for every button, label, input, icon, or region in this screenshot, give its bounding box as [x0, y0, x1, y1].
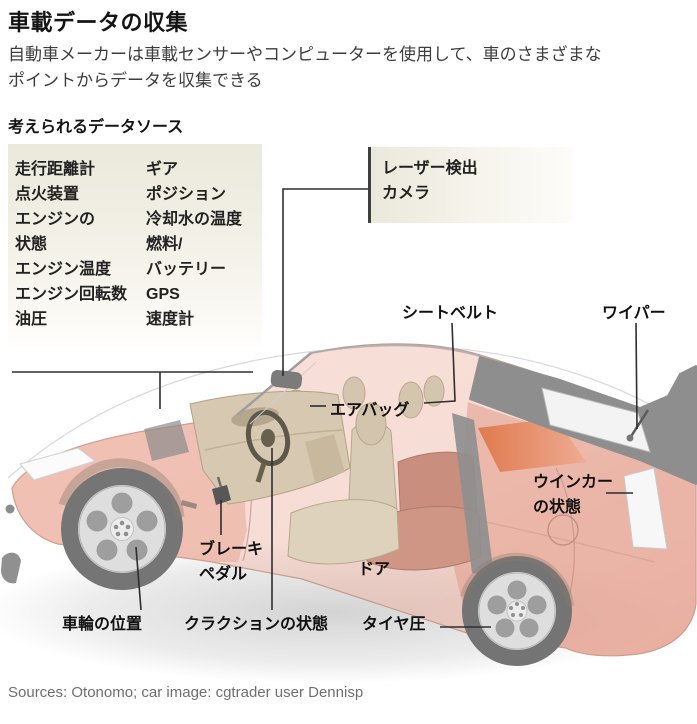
label-seat-belt: シートベルト [402, 305, 499, 322]
exterior-sensor-item: レーザー検出 [382, 160, 478, 177]
taillight [623, 467, 668, 550]
steering-wheel [245, 409, 291, 467]
data-source-item: 走行距離計 [15, 161, 96, 178]
data-sources-left-column: 走行距離計 点火装置 エンジンの 状態 エンジン温度 エンジン回転数 油圧 [15, 157, 146, 350]
data-sources-connector-line [12, 371, 253, 409]
passenger-headrest [355, 402, 387, 446]
data-source-item: エンジン温度 [15, 261, 112, 278]
data-source-item: 状態 [15, 236, 48, 253]
fog-light [5, 504, 15, 514]
label-turn-signal-line2: の状態 [533, 499, 582, 516]
label-brake-pedal-line2: ペダル [199, 566, 248, 583]
subtitle-line-2: ポイントからデータを収集できる [8, 71, 263, 90]
data-source-item: 冷却水の温度 [146, 211, 243, 228]
rear-headrest-right [423, 375, 445, 407]
headlight [19, 447, 97, 481]
data-source-item: 点火装置 [15, 186, 80, 203]
side-mirror [1, 552, 21, 584]
brake-pedal-stem [216, 476, 223, 488]
data-source-item: 速度計 [146, 311, 195, 328]
label-tire-pressure: タイヤ圧 [362, 616, 426, 633]
label-horn-status: クラクションの状態 [184, 616, 329, 633]
door-handle [181, 500, 197, 509]
laser-camera-connector-line [282, 188, 368, 376]
seat-belt-connector-line [423, 322, 456, 404]
brake-pedal-shape [212, 485, 231, 505]
page-title: 車載データの収集 [8, 10, 189, 35]
rear-headrest-left [342, 376, 366, 410]
dashboard [189, 390, 351, 505]
rear-fender-arch [460, 552, 574, 607]
rear-wiper-pivot [626, 434, 634, 442]
fuel-door [547, 514, 579, 546]
data-source-item: エンジン回転数 [15, 286, 128, 303]
label-turn-signal-line1: ウインカー [533, 474, 614, 491]
label-turn-signal-status: ウインカー の状態 [533, 470, 613, 520]
rear-wheel [462, 556, 572, 666]
wiper-connector-line [635, 322, 638, 430]
front-seat-cushion [287, 499, 400, 565]
steering-column [255, 462, 267, 483]
rear-arch-line [555, 467, 575, 598]
exterior-sensor-item: カメラ [382, 185, 431, 202]
subtitle: 自動車メーカーは車載センサーやコンピューターを使用して、車のさまざまな ポイント… [8, 42, 602, 94]
steering-hub [261, 429, 275, 447]
label-wiper: ワイパー [602, 305, 666, 322]
data-sources-box: 走行距離計 点火装置 エンジンの 状態 エンジン温度 エンジン回転数 油圧 ギア… [8, 144, 262, 350]
quarter-crease-line [485, 521, 656, 563]
label-door: ドア [358, 561, 391, 578]
rear-window [541, 387, 651, 453]
wheel-position-connector-line [135, 546, 142, 611]
rear-wiper [628, 409, 650, 439]
label-wheel-position: 車輪の位置 [62, 616, 143, 633]
front-fender-arch [58, 458, 185, 518]
cowl [144, 420, 189, 461]
data-sources-heading: 考えられるデータソース [8, 119, 184, 136]
subtitle-line-1: 自動車メーカーは車載センサーやコンピューターを使用して、車のさまざまな [8, 45, 602, 64]
center-console [305, 434, 345, 482]
rearview-mirror [270, 369, 303, 390]
data-sources-right-column: ギア ポジション 冷却水の温度 燃料/ バッテリー GPS 速度計 [146, 157, 242, 350]
data-source-item: バッテリー [146, 261, 227, 278]
rear-headrest-mid [398, 381, 424, 419]
data-source-item: エンジンの [15, 211, 96, 228]
data-source-item: ポジション [146, 186, 227, 203]
roof-rail [310, 344, 481, 357]
label-brake-pedal: ブレーキ ペダル [199, 537, 263, 587]
exterior-sensors-box: レーザー検出 カメラ [368, 147, 572, 223]
label-brake-pedal-line1: ブレーキ [199, 541, 264, 558]
front-wheel [61, 468, 183, 590]
b-pillar [452, 413, 494, 576]
sources-note: Sources: Otonomo; car image: cgtrader us… [8, 684, 364, 701]
data-source-item: ギア [146, 161, 179, 178]
data-source-item: 燃料/ [146, 236, 183, 253]
data-source-item: 油圧 [15, 311, 48, 328]
label-airbag: エアバッグ [330, 402, 410, 419]
data-source-item: GPS [146, 286, 180, 303]
windshield-line [249, 361, 317, 425]
